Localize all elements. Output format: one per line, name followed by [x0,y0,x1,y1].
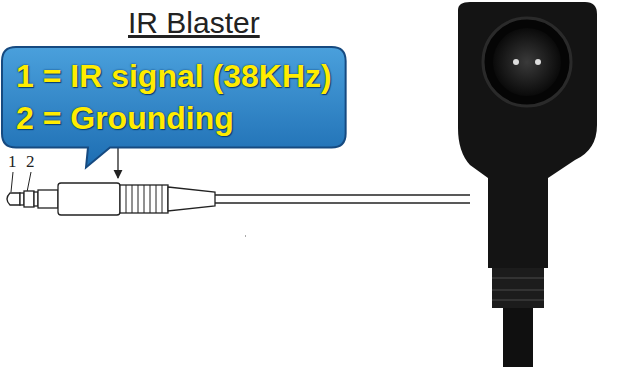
ir-emitter-photo [458,2,597,367]
callout-text: 2 = Grounding [16,97,332,139]
pointer-arrow [117,148,118,178]
grip-ridges [126,185,162,213]
callout-bubble: 1 = IR signal (38KHz)2 = Grounding [2,47,346,147]
dot [245,236,246,237]
pin-number: 2 [26,152,35,172]
pin-number: 1 [8,152,17,172]
leader-line [27,172,31,192]
callout-text: 1 = IR signal (38KHz) [16,55,332,97]
page-title: IR Blaster [128,6,260,40]
leader-line [11,172,13,192]
jack-plug [7,183,470,215]
bubble-outline [2,47,346,167]
